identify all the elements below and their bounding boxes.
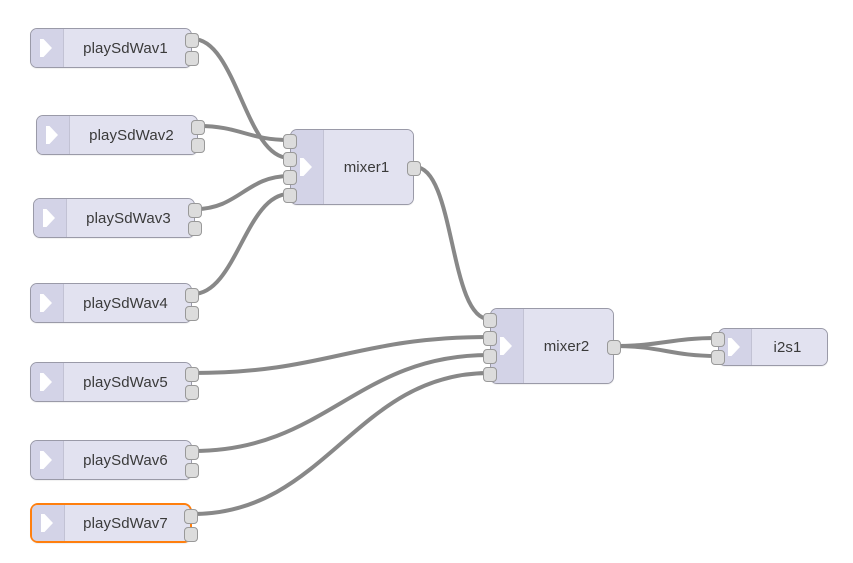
- input-port-mixer2-3[interactable]: [483, 366, 497, 382]
- wire-playSdWav7-to-mixer2-7[interactable]: [191, 371, 491, 516]
- node-label: mixer2: [524, 309, 613, 383]
- output-port-playSdWav6-1[interactable]: [185, 462, 199, 478]
- input-port-mixer1-2[interactable]: [283, 169, 297, 185]
- output-port-playSdWav1-1[interactable]: [185, 50, 199, 66]
- output-port-playSdWav1-0[interactable]: [185, 32, 199, 48]
- output-port-playSdWav7-0[interactable]: [184, 508, 198, 524]
- input-port-i2s1-0[interactable]: [711, 331, 725, 347]
- output-port-mixer1-0[interactable]: [407, 160, 421, 176]
- wire-playSdWav3-to-mixer1-2[interactable]: [194, 174, 291, 211]
- wire-mixer2-to-i2s1-9[interactable]: [613, 344, 719, 358]
- node-playSdWav2[interactable]: playSdWav2: [36, 115, 205, 155]
- node-mixer1[interactable]: mixer1: [283, 129, 421, 205]
- play-arrow-icon: [32, 505, 65, 541]
- node-label: playSdWav2: [70, 116, 197, 154]
- play-arrow-icon: [31, 363, 64, 401]
- input-port-i2s1-1[interactable]: [711, 349, 725, 365]
- node-playSdWav7[interactable]: playSdWav7: [30, 503, 198, 543]
- wire-mixer1-to-mixer2-4[interactable]: [413, 165, 491, 321]
- node-label: playSdWav4: [64, 284, 191, 322]
- output-port-playSdWav6-0[interactable]: [185, 444, 199, 460]
- node-playSdWav3[interactable]: playSdWav3: [33, 198, 202, 238]
- node-label: mixer1: [324, 130, 413, 204]
- input-port-mixer2-2[interactable]: [483, 348, 497, 364]
- input-port-mixer1-0[interactable]: [283, 133, 297, 149]
- input-port-mixer2-0[interactable]: [483, 312, 497, 328]
- node-label: playSdWav5: [64, 363, 191, 401]
- input-port-mixer2-1[interactable]: [483, 330, 497, 346]
- wire-playSdWav1-to-mixer1-0[interactable]: [191, 37, 291, 160]
- output-port-playSdWav5-0[interactable]: [185, 366, 199, 382]
- output-port-playSdWav3-0[interactable]: [188, 202, 202, 218]
- node-playSdWav6[interactable]: playSdWav6: [30, 440, 199, 480]
- wire-playSdWav6-to-mixer2-6[interactable]: [191, 353, 491, 453]
- input-port-mixer1-1[interactable]: [283, 151, 297, 167]
- play-arrow-icon: [37, 116, 70, 154]
- wire-playSdWav2-to-mixer1-1[interactable]: [197, 124, 291, 142]
- play-arrow-icon: [31, 29, 64, 67]
- output-port-mixer2-0[interactable]: [607, 339, 621, 355]
- output-port-playSdWav7-1[interactable]: [184, 526, 198, 542]
- node-label: playSdWav3: [67, 199, 194, 237]
- node-label: playSdWav7: [65, 505, 190, 541]
- wire-mixer2-to-i2s1-8[interactable]: [613, 336, 719, 348]
- node-label: playSdWav1: [64, 29, 191, 67]
- node-label: playSdWav6: [64, 441, 191, 479]
- wire-playSdWav5-to-mixer2-5[interactable]: [191, 335, 491, 375]
- node-mixer2[interactable]: mixer2: [483, 308, 621, 384]
- wire-playSdWav4-to-mixer1-3[interactable]: [191, 192, 291, 296]
- node-i2s1[interactable]: i2s1: [711, 328, 828, 366]
- output-port-playSdWav4-1[interactable]: [185, 305, 199, 321]
- output-port-playSdWav4-0[interactable]: [185, 287, 199, 303]
- node-playSdWav5[interactable]: playSdWav5: [30, 362, 199, 402]
- output-port-playSdWav2-1[interactable]: [191, 137, 205, 153]
- node-playSdWav1[interactable]: playSdWav1: [30, 28, 199, 68]
- node-playSdWav4[interactable]: playSdWav4: [30, 283, 199, 323]
- output-port-playSdWav3-1[interactable]: [188, 220, 202, 236]
- node-label: i2s1: [752, 329, 827, 365]
- input-port-mixer1-3[interactable]: [283, 187, 297, 203]
- output-port-playSdWav2-0[interactable]: [191, 119, 205, 135]
- play-arrow-icon: [31, 441, 64, 479]
- play-arrow-icon: [34, 199, 67, 237]
- play-arrow-icon: [31, 284, 64, 322]
- output-port-playSdWav5-1[interactable]: [185, 384, 199, 400]
